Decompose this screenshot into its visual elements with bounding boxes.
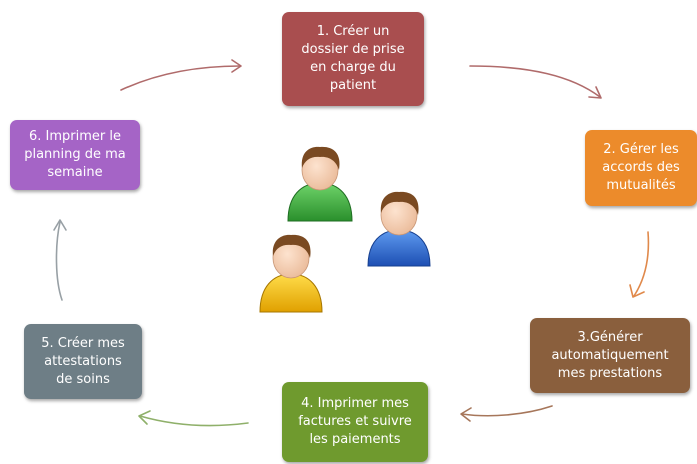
arrow-1-to-2-head [588, 86, 602, 99]
step-4-line-3: les paiements [309, 432, 401, 447]
arrow-3-to-4 [461, 405, 553, 417]
step-4-line-1: 4. Imprimer mes [301, 396, 409, 411]
arrow-2-to-3 [633, 231, 650, 297]
step-4-line-2: factures et suivre [298, 414, 412, 429]
step-4-box: 4. Imprimer mes factures et suivre les p… [282, 382, 428, 462]
step-3-line-1: 3.Générer [577, 329, 643, 345]
step-3-box: 3.Générer automatiquement mes prestation… [530, 318, 690, 393]
person-blue-icon [367, 191, 431, 267]
step-2-line-1: 2. Gérer les [603, 142, 679, 157]
step-2-line-3: mutualités [606, 178, 676, 193]
arrow-1-to-2 [469, 65, 601, 98]
step-1-line-3: en charge du [310, 60, 396, 75]
step-5-box: 5. Créer mes attestations de soins [24, 324, 142, 399]
step-1-line-4: patient [329, 78, 377, 93]
step-3-line-2: automatiquement [551, 347, 669, 363]
arrow-5-to-6-head [53, 219, 67, 231]
step-3-line-3: mes prestations [557, 365, 663, 381]
person-green-icon [287, 146, 353, 222]
arrow-5-to-6 [55, 221, 63, 301]
step-6-line-3: semaine [47, 165, 103, 180]
step-6-box: 6. Imprimer le planning de ma semaine [10, 120, 140, 190]
step-5-line-2: attestations [44, 353, 122, 369]
arrow-4-to-5 [139, 415, 249, 427]
step-5-line-3: de soins [56, 371, 110, 387]
step-6-line-1: 6. Imprimer le [29, 129, 121, 144]
step-6-line-2: planning de ma [24, 147, 126, 162]
step-2-box: 2. Gérer les accords des mutualités [585, 130, 697, 206]
step-2-line-2: accords des [602, 160, 680, 175]
step-5-line-1: 5. Créer mes [41, 335, 125, 351]
arrow-4-to-5-head [138, 410, 151, 425]
arrow-6-to-1-head [231, 59, 242, 73]
arrow-2-to-3-head [629, 284, 645, 298]
person-yellow-icon [259, 234, 323, 313]
arrow-3-to-4-head [460, 407, 472, 422]
arrow-6-to-1 [120, 65, 241, 91]
step-1-line-1: 1. Créer un [316, 24, 390, 39]
step-1-box: 1. Créer un dossier de prise en charge d… [282, 12, 424, 106]
step-1-line-2: dossier de prise [301, 42, 405, 57]
